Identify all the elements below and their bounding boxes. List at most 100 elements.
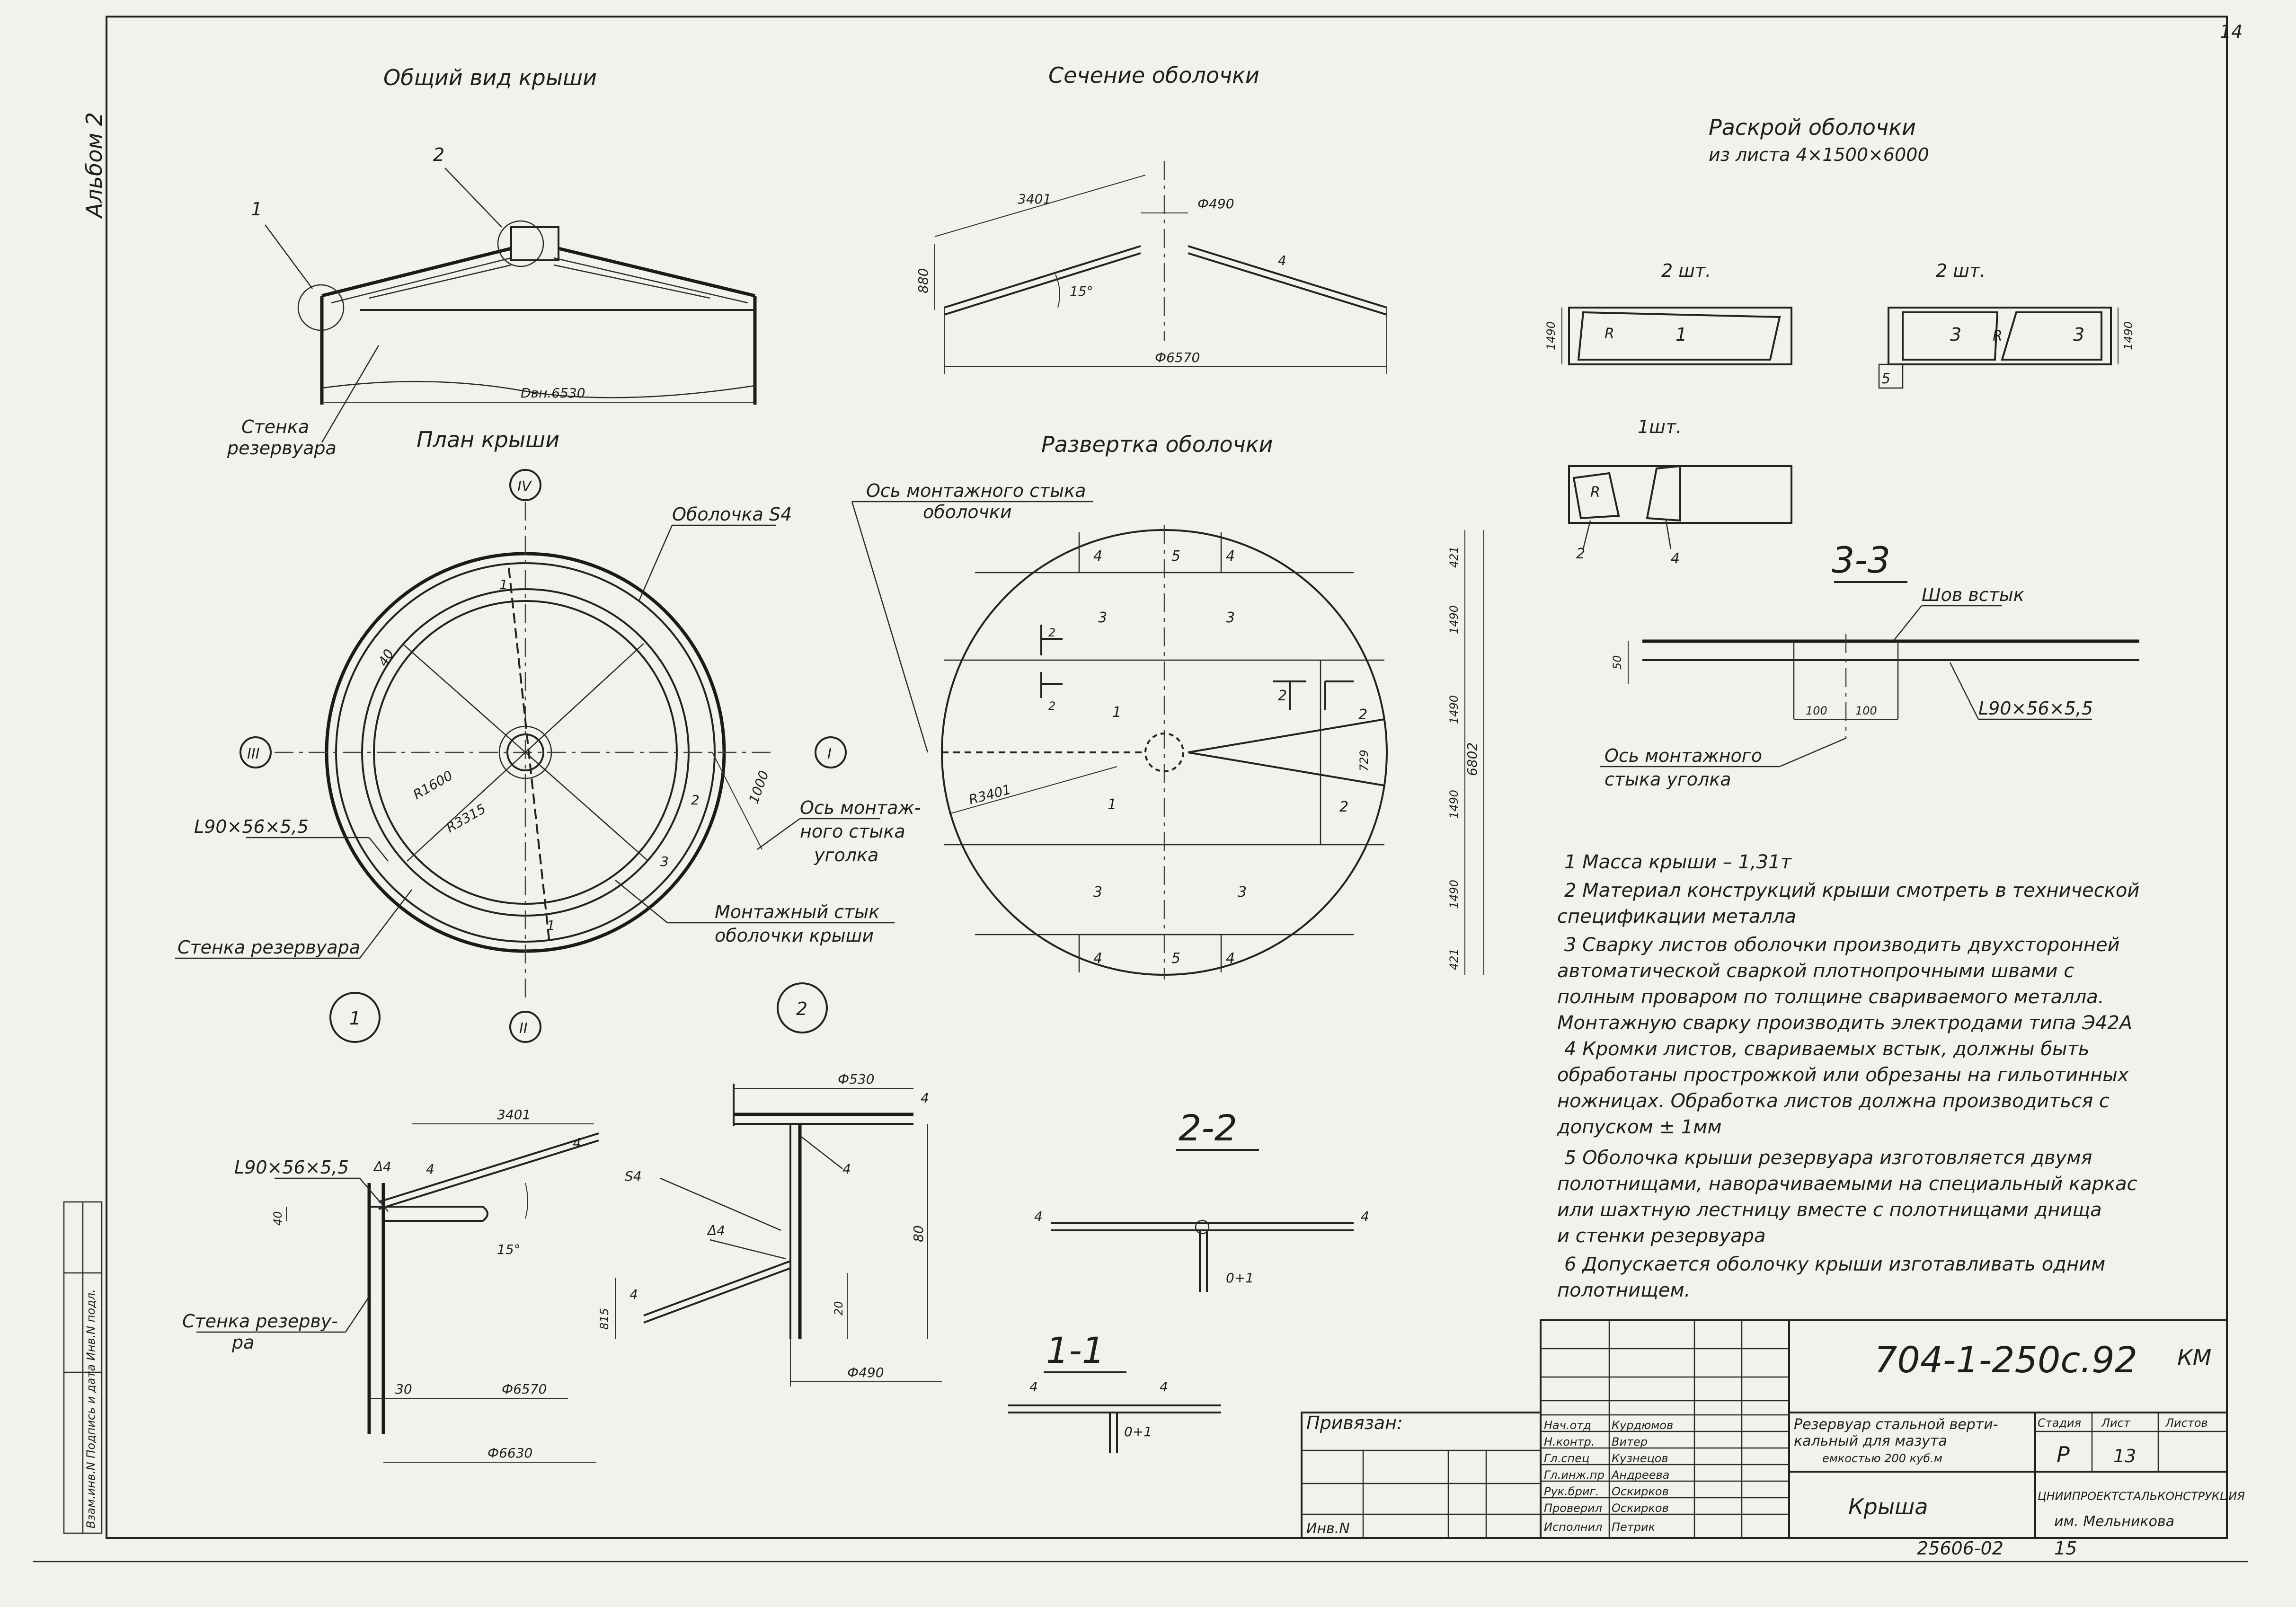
section33-dim-50: 50 — [1611, 655, 1624, 670]
tb-role-3: Гл.спец — [1544, 1452, 1589, 1465]
roof-plan: План крыши IV II III I Оболочка S4 R1600… — [175, 427, 921, 1043]
plan-angle-label: L90×56×5,5 — [194, 816, 309, 837]
cut-r-c: R — [1590, 484, 1600, 501]
general-view: Общий вид крыши 1 2 Dвн.6530 Стенка резе… — [227, 65, 757, 459]
node1-dim-3401: 3401 — [497, 1107, 531, 1122]
node1-dim-30: 30 — [395, 1381, 412, 1397]
note-line-11: допуском ± 1мм — [1557, 1116, 1722, 1138]
callout-1: 1 — [251, 199, 262, 220]
tb-name-4: Андреева — [1611, 1468, 1669, 1482]
dev-axis-label-2: оболочки — [923, 502, 1012, 522]
tb-project-3: емкостью 200 куб.м — [1822, 1452, 1942, 1465]
section33-weld: Шов встык — [1922, 584, 2024, 605]
tb-name-6: Оскирков — [1612, 1501, 1669, 1515]
tb-sheet: 13 — [2113, 1446, 2136, 1466]
node2-dim-4a: 4 — [921, 1090, 929, 1106]
section-dim-880: 880 — [915, 268, 931, 293]
shell-section-title: Сечение оболочки — [1048, 62, 1259, 88]
count-b: 2 шт. — [1936, 260, 1986, 281]
dev-p2-2: 2 — [1358, 706, 1367, 723]
dev-p5-b: 5 — [1171, 950, 1180, 967]
dev-p5-t: 5 — [1171, 548, 1180, 565]
dev-cut-mark-2a: 2 — [1048, 626, 1055, 639]
section22-dim-4b: 4 — [1361, 1209, 1369, 1224]
node1-dim-d6570: Ф6570 — [502, 1381, 547, 1397]
tb-name-3: Кузнецов — [1612, 1452, 1668, 1465]
dev-dim-421-top: 421 — [1447, 546, 1461, 568]
plan-mark-2: 2 — [691, 792, 700, 808]
section22-dim-4a: 4 — [1034, 1209, 1043, 1224]
note-line-8: 4 Кромки листов, свариваемых встык, долж… — [1564, 1038, 2089, 1060]
section22-title: 2-2 — [1179, 1107, 1237, 1149]
node-1-detail: 3401 L90×56×5,5 Δ4 4 4 40 15° Стенка рез… — [182, 1107, 599, 1463]
section-dim-d6570: Ф6570 — [1155, 350, 1200, 365]
wall-label-1: Стенка — [241, 416, 309, 437]
dev-p3-2: 3 — [1226, 609, 1235, 626]
title-block: 704-1-250с.92 КМ Нач.отд Н.контр. Гл.спе… — [1540, 1319, 2245, 1539]
dev-p1-1: 1 — [1112, 704, 1121, 721]
cut-2-c: 2 — [1576, 546, 1585, 562]
cut-3-b1: 3 — [1950, 324, 1961, 345]
dev-p3-4: 3 — [1238, 884, 1247, 901]
tb-stage: Р — [2057, 1442, 2070, 1467]
node1-dim-40: 40 — [271, 1211, 284, 1226]
shell-label: Оболочка S4 — [672, 504, 792, 525]
count-c: 1шт. — [1638, 416, 1682, 437]
dev-p4-br: 4 — [1226, 950, 1235, 967]
node1-wall-1: Стенка резерву- — [182, 1311, 338, 1332]
axis-2: II — [519, 1020, 528, 1037]
tb-sheets-h: Листов — [2165, 1416, 2208, 1430]
section-2-2: 2-2 4 4 0+1 — [1034, 1107, 1369, 1292]
node2-s4: S4 — [625, 1168, 642, 1184]
dev-p2-3: 2 — [1339, 799, 1348, 815]
tb-name-2: Витер — [1612, 1435, 1648, 1448]
section33-axis-2: стыка уголка — [1605, 769, 1731, 790]
section33-dim-100a: 100 — [1806, 704, 1827, 717]
album-label: Альбом 2 — [81, 112, 107, 219]
note-line-1: 1 Масса крыши – 1,31т — [1564, 851, 1792, 873]
tb-code: 704-1-250с.92 — [1874, 1339, 2137, 1381]
note-line-12: 5 Оболочка крыши резервуара изготовляетс… — [1564, 1147, 2092, 1169]
dev-p4-tr: 4 — [1226, 548, 1235, 565]
node1-dim-4b: 4 — [573, 1135, 581, 1151]
note-line-9: обработаны прострожкой или обрезаны на г… — [1557, 1064, 2129, 1086]
node2-dim-d530: Ф530 — [838, 1071, 875, 1087]
circle-callout-1 — [329, 992, 381, 1043]
side-stamp-strip: Взам.инв.N Подпись и дата Инв.N подл. — [63, 1201, 103, 1534]
dev-cut-mark-2b: 2 — [1048, 699, 1055, 713]
node1-angle-label: L90×56×5,5 — [234, 1157, 349, 1178]
cut-r-b: R — [1993, 328, 2003, 344]
dev-p2-1: 2 — [1278, 688, 1287, 704]
tb-project-2: кальный для мазута — [1794, 1433, 1947, 1449]
section11-dim-4a: 4 — [1029, 1379, 1038, 1395]
section22-tol: 0+1 — [1226, 1270, 1254, 1286]
note-line-13: полотнищами, наворачиваемыми на специаль… — [1557, 1173, 2137, 1195]
node2-dim-20: 20 — [832, 1301, 845, 1316]
angle-axis-1: Ось монтаж- — [800, 797, 921, 818]
cut-3-b2: 3 — [2073, 324, 2084, 345]
tb-suffix: КМ — [2177, 1345, 2211, 1370]
circle-2: 2 — [796, 998, 807, 1019]
tb-name-7: Петрик — [1612, 1520, 1656, 1534]
note-line-16: 6 Допускается оболочку крыши изготавлива… — [1564, 1254, 2105, 1275]
section11-dim-4b: 4 — [1160, 1379, 1168, 1395]
dev-p3-1: 3 — [1098, 609, 1107, 626]
dev-p1-2: 1 — [1108, 796, 1117, 813]
dev-axis-label-1: Ось монтажного стыка — [866, 480, 1086, 501]
callout-2: 2 — [433, 144, 444, 165]
note-line-5: автоматической сваркой плотнопрочными шв… — [1557, 960, 2074, 982]
plan-wall-label: Стенка резервуара — [177, 937, 360, 958]
note-line-10: ножницах. Обработка листов должна произв… — [1557, 1090, 2110, 1112]
note-line-15: и стенки резервуара — [1557, 1225, 1766, 1247]
node-2-detail: Ф530 4 4 S4 Δ4 80 20 815 4 Ф490 — [598, 1071, 942, 1386]
tb-sheet-h: Лист — [2101, 1416, 2131, 1430]
tb-org-1: ЦНИИПРОЕКТСТАЛЬКОНСТРУКЦИЯ — [2038, 1490, 2245, 1503]
corner-number: 14 — [2220, 21, 2243, 42]
sheet-frame — [106, 16, 2228, 1539]
cut-1-a: 1 — [1675, 324, 1687, 345]
cutting-layout: Раскрой оболочки из листа 4×1500×6000 2 … — [1544, 115, 2135, 567]
notes: 1 Масса крыши – 1,31т 2 Материал констру… — [1557, 851, 2139, 1301]
note-line-6: полным проваром по толщине свариваемого … — [1557, 986, 2104, 1008]
shell-section: Сечение оболочки 3401 Ф490 880 15° 4 Ф65… — [915, 62, 1387, 374]
axis-4: IV — [517, 478, 532, 495]
